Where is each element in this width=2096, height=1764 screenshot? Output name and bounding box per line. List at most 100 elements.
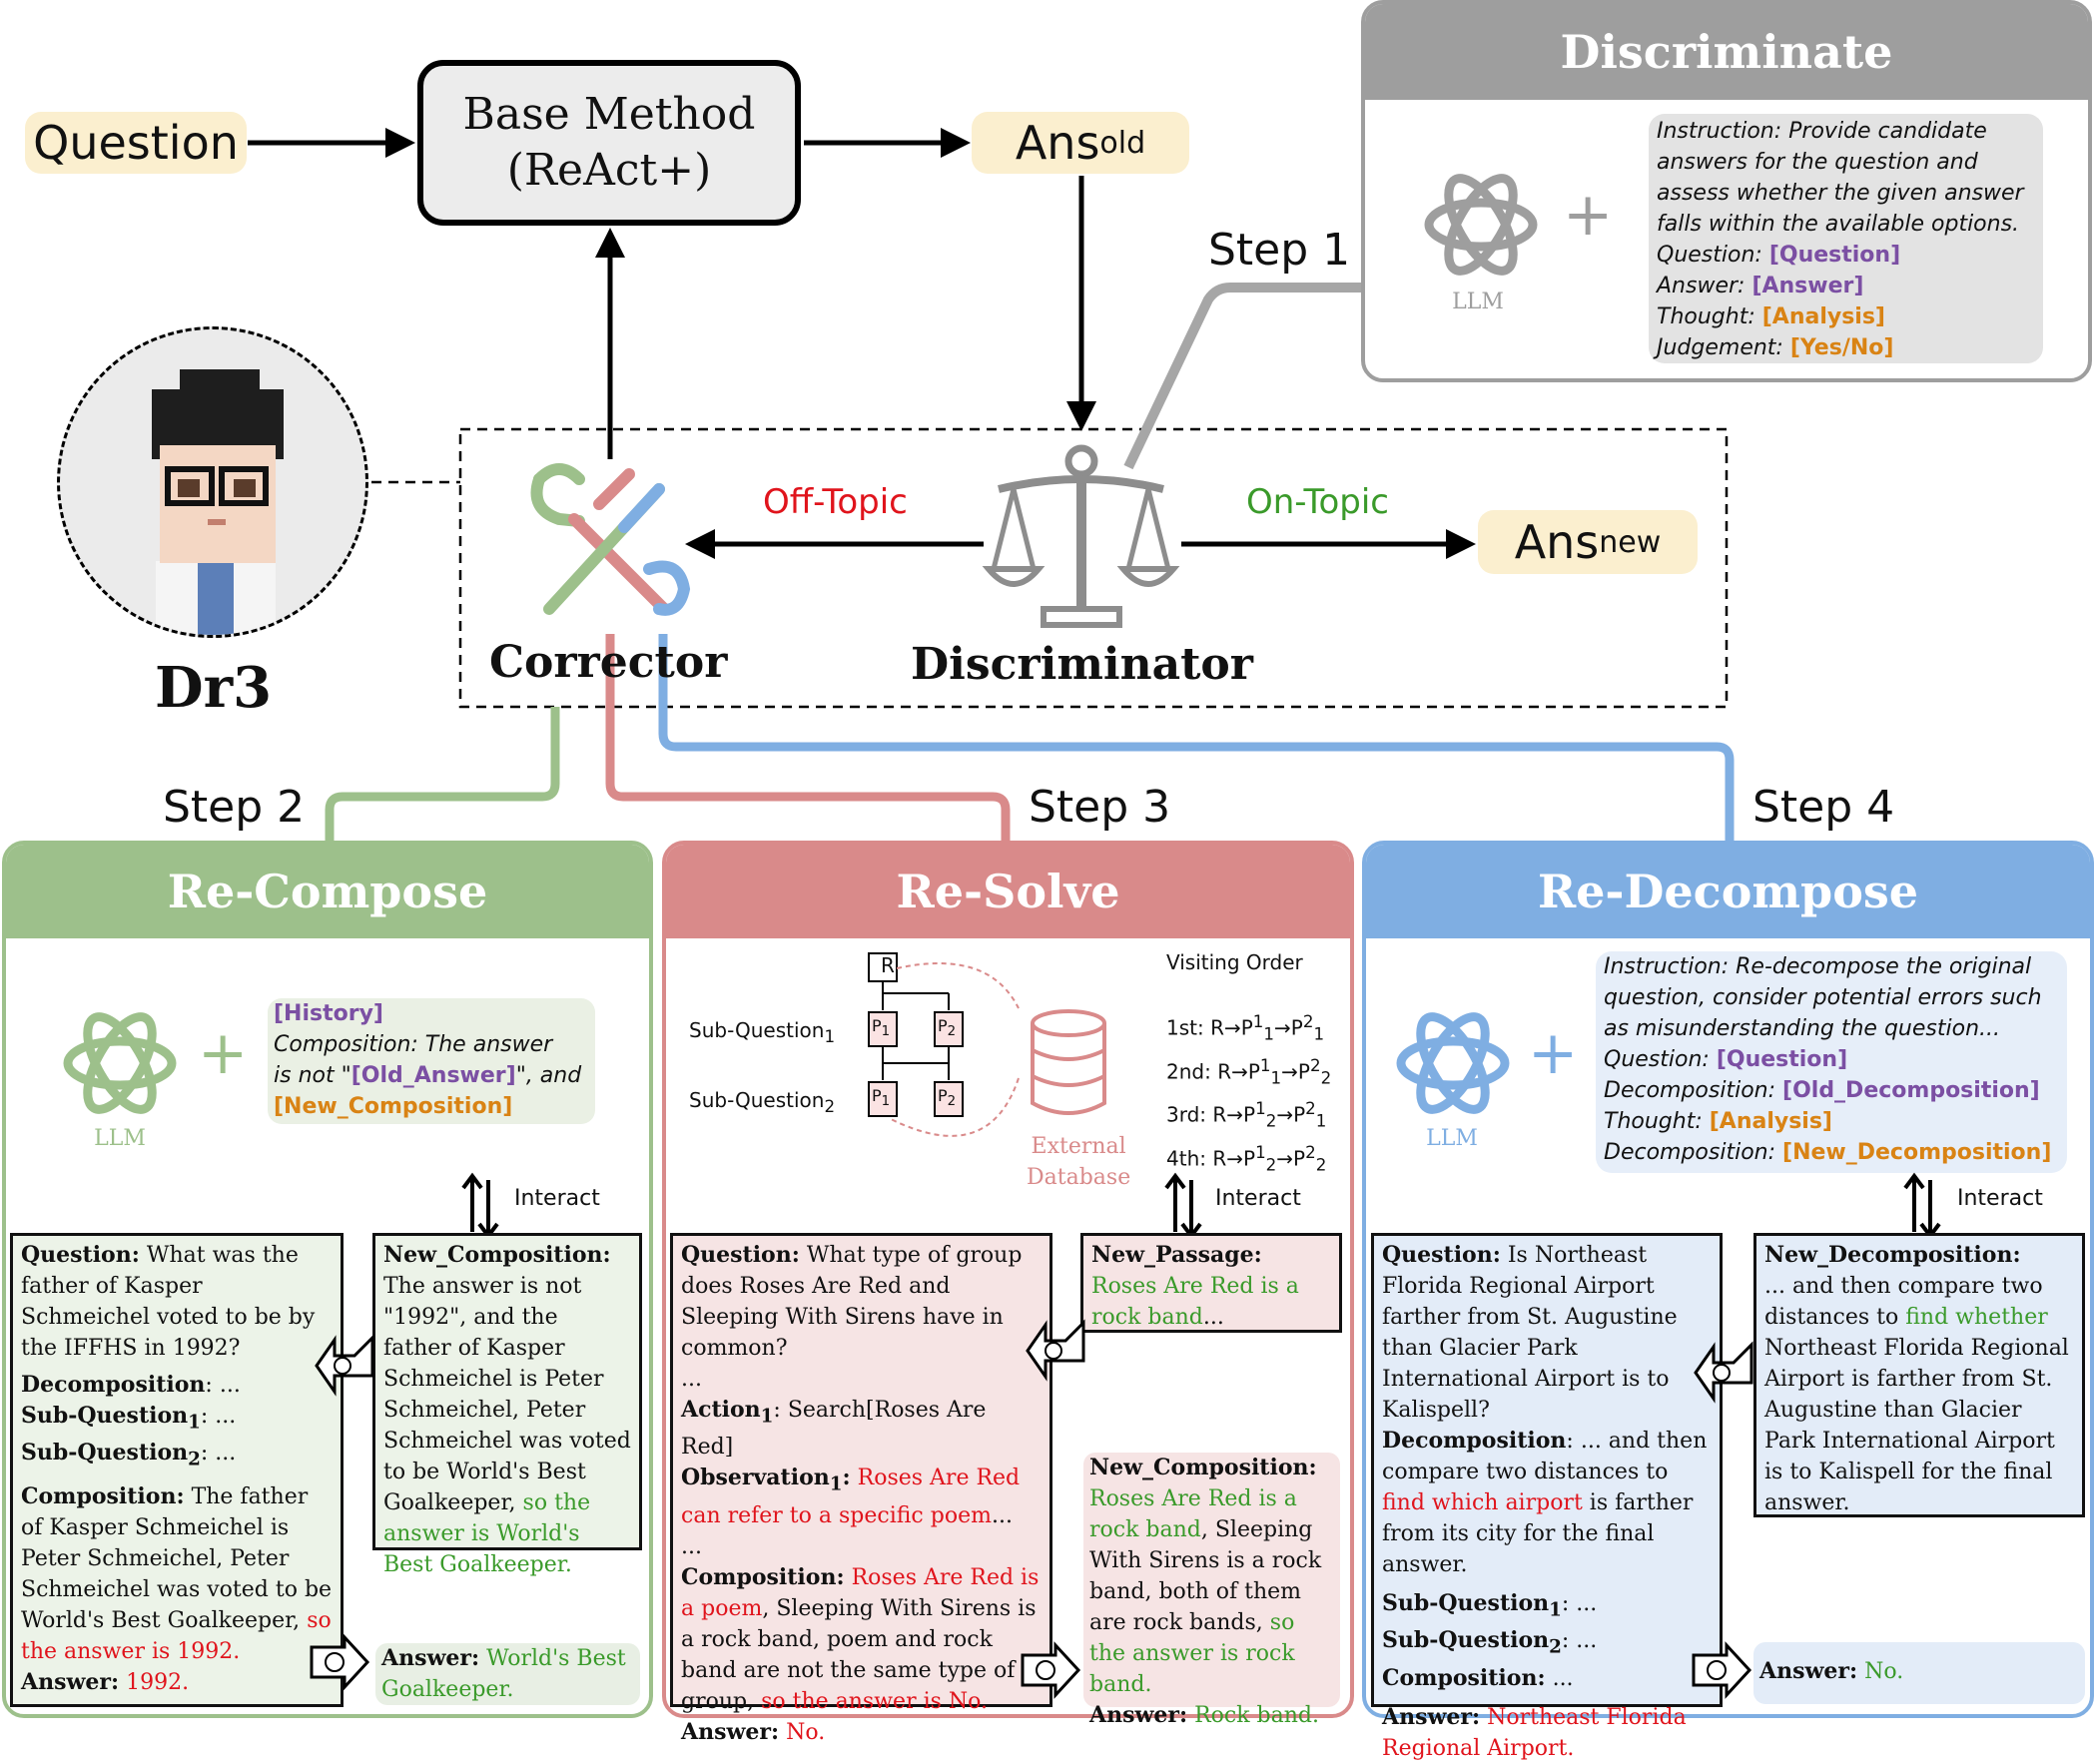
recompose-llm-icon: [63, 1012, 177, 1114]
recompose-answer-label: Answer:: [21, 1668, 120, 1695]
redecompose-decomp-label: Decomposition: [1382, 1428, 1567, 1454]
redecompose-llm-label: LLM: [1426, 1126, 1478, 1151]
recompose-prompt-line2a: is not ": [274, 1063, 351, 1088]
discriminate-llm-label: LLM: [1452, 290, 1504, 314]
ans-old-sub: old: [1099, 125, 1146, 161]
on-topic-label: On-Topic: [1246, 482, 1389, 522]
base-method-title: Base Method: [462, 89, 756, 140]
order3: 3rd: R→P: [1166, 1102, 1256, 1127]
external-database-label: External Database: [1027, 1131, 1130, 1193]
resolve-p22-node: P2: [938, 1086, 957, 1110]
recompose-comp-label: Composition:: [21, 1482, 185, 1509]
redecompose-nd-rest: Northeast Florida Regional Airport is fa…: [1764, 1336, 2069, 1515]
resolve-q-label: Question:: [681, 1242, 800, 1268]
resolve-comp-red2: so the answer is No.: [761, 1688, 989, 1714]
resolve-obs-rest: ...: [991, 1502, 1013, 1528]
resolve-obs-red: Roses Are Red can refer to a specific po…: [681, 1466, 1021, 1528]
resolve-new-composition: New_Composition: Roses Are Red is a rock…: [1083, 1453, 1340, 1728]
recompose-new-composition: [New_Composition]: [274, 1094, 513, 1119]
resolve-dots2: ...: [681, 1533, 702, 1559]
order1: 1st: R→P: [1166, 1015, 1253, 1040]
redecompose-llm-icon: [1396, 1012, 1510, 1114]
redecompose-new-ans-label: Answer:: [1759, 1658, 1858, 1684]
redecompose-q-bold: Question:: [1382, 1242, 1501, 1268]
redecompose-ans-label: Answer:: [1382, 1703, 1481, 1730]
resolve-root-node: R: [881, 953, 895, 977]
ext-db-line2: Database: [1027, 1165, 1131, 1190]
discriminate-prompt: Instruction: Provide candidate answers f…: [1649, 114, 2043, 363]
discriminate-plus-icon: +: [1563, 180, 1614, 250]
resolve-interact-icon: [1164, 1172, 1202, 1240]
redecompose-decomp-red: find which airport: [1382, 1490, 1583, 1515]
redecompose-final-answer: Answer: No.: [1753, 1642, 2085, 1704]
redecompose-comp-label: Composition:: [1382, 1664, 1546, 1691]
recompose-play-arrow-icon: [310, 1633, 370, 1691]
resolve-play-arrow-icon: [1021, 1641, 1081, 1699]
redecompose-title: Re-Decompose: [1366, 845, 2090, 938]
discriminate-q-val: [Question]: [1768, 243, 1901, 268]
redecompose-decomp-text: : ... and then compare two distances to: [1382, 1429, 1708, 1484]
discriminator-label: Discriminator: [911, 639, 1253, 690]
discriminate-instruction: Instruction: Provide candidate answers f…: [1657, 119, 2024, 237]
redecompose-nd-val: [New_Decomposition]: [1782, 1140, 2052, 1165]
step4-label: Step 4: [1752, 782, 1895, 833]
redecompose-prompt: Instruction: Re-decompose the original q…: [1596, 951, 2067, 1173]
resolve-ans-red: No.: [779, 1719, 826, 1745]
dr3-pixel-face-icon: [152, 369, 284, 635]
resolve-np-green: Roses Are Red is a rock band: [1091, 1274, 1299, 1330]
redecompose-new-box: New_Decomposition: ... and then compare …: [1753, 1233, 2085, 1517]
redecompose-interact-icon: [1903, 1172, 1941, 1240]
recompose-answer-red: 1992.: [119, 1669, 190, 1695]
discriminate-title: Discriminate: [1365, 4, 2088, 100]
redecompose-instruction: Instruction: Re-decompose the original q…: [1604, 954, 2042, 1041]
order4: 4th: R→P: [1166, 1146, 1256, 1171]
recompose-final-answer-text: World's Best Goalkeeper.: [381, 1646, 626, 1702]
redecompose-q-text: Is Northeast Florida Regional Airport fa…: [1382, 1243, 1678, 1423]
resolve-new-passage-box: New_Passage: Roses Are Red is a rock ban…: [1080, 1233, 1342, 1333]
resolve-action-label: Action: [681, 1397, 761, 1423]
dr3-label: Dr3: [155, 655, 273, 721]
redecompose-comp-rest: ...: [1545, 1665, 1574, 1691]
resolve-ans-label: Answer:: [681, 1718, 780, 1745]
redecompose-nd-green: find whether: [1905, 1305, 2048, 1330]
resolve-sq1-label: Sub-Question1: [689, 1018, 836, 1046]
resolve-interact-label: Interact: [1215, 1186, 1301, 1211]
resolve-p12-node: P1: [872, 1086, 891, 1110]
recompose-final-answer-label: Answer:: [381, 1645, 480, 1671]
recompose-refresh-arrow-icon: [315, 1334, 374, 1397]
step2-label: Step 2: [163, 782, 306, 833]
recompose-original-box: Question: What was the father of Kasper …: [10, 1233, 344, 1707]
recompose-history: [History]: [274, 1001, 383, 1026]
recompose-decomp-label: Decomposition: [21, 1372, 206, 1398]
resolve-np-rest: ...: [1202, 1305, 1224, 1330]
step1-label: Step 1: [1208, 225, 1351, 276]
recompose-final-answer: Answer: World's Best Goalkeeper.: [375, 1643, 640, 1705]
redecompose-sq2-rest: : ...: [1561, 1628, 1598, 1654]
discriminator-scale-icon: [982, 444, 1180, 628]
ans-new-sub: new: [1599, 524, 1662, 560]
question-label: Question: [33, 116, 239, 170]
resolve-nc-green2: so the answer is rock band.: [1089, 1610, 1295, 1697]
redecompose-play-arrow-icon: [1692, 1641, 1752, 1699]
redecompose-sq1-label: Sub-Question: [1382, 1590, 1550, 1616]
base-method-box: Base Method (ReAct+): [417, 60, 801, 226]
recompose-sq2-rest: : ...: [200, 1441, 237, 1467]
discriminate-a-val: [Answer]: [1751, 274, 1864, 298]
redecompose-sq1-rest: : ...: [1561, 1591, 1598, 1616]
discriminate-t-val: [Analysis]: [1761, 304, 1885, 329]
visiting-order-list: 1st: R→P11→P21 2nd: R→P11→P22 3rd: R→P12…: [1166, 1012, 1332, 1175]
resolve-obs-label: Observation: [681, 1465, 830, 1491]
connector-lines: [248, 128, 1735, 844]
resolve-nc-text: , Sleeping With Sirens is a rock band, b…: [1089, 1517, 1322, 1635]
order2: 2nd: R→P: [1166, 1059, 1260, 1084]
step3-label: Step 3: [1029, 782, 1171, 833]
recompose-llm-label: LLM: [94, 1126, 146, 1151]
resolve-tree-diagram: [868, 952, 1020, 1137]
discriminate-a-label: Answer:: [1657, 274, 1752, 298]
recompose-comp-red: so the answer is 1992.: [21, 1607, 332, 1664]
redecompose-t-val: [Analysis]: [1709, 1109, 1832, 1134]
recompose-interact-icon: [461, 1172, 499, 1240]
resolve-refresh-arrow-icon: [1026, 1319, 1085, 1382]
